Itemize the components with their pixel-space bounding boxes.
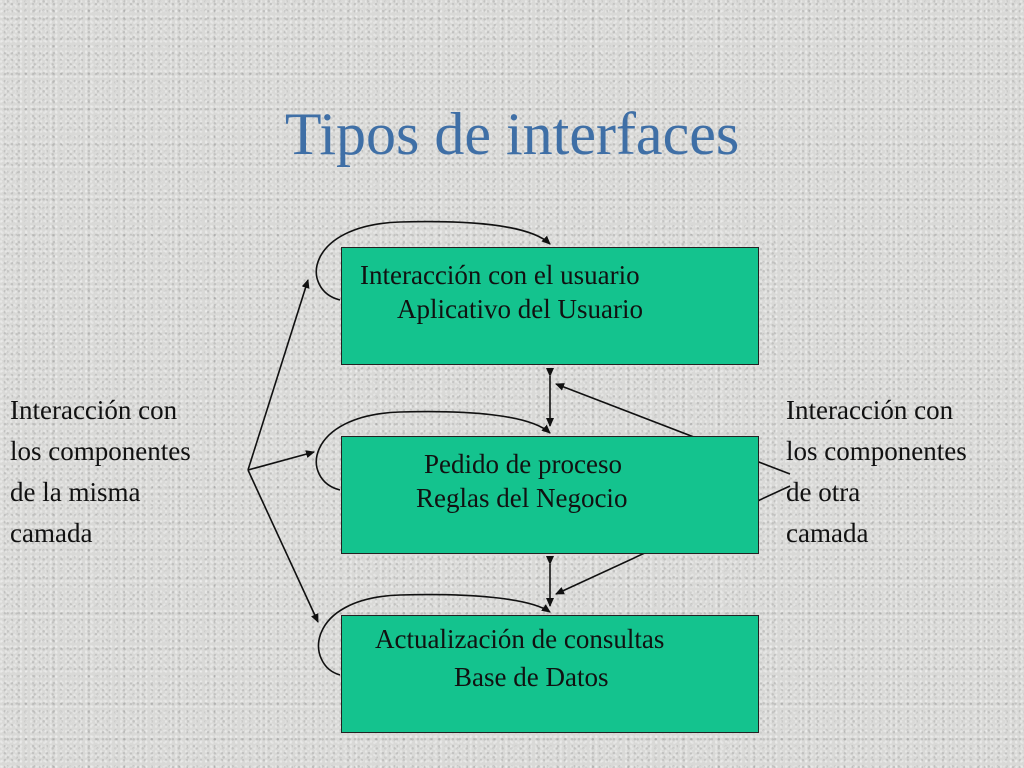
box-top-line2: Aplicativo del Usuario [397,294,643,324]
left-note-line: Interacción con [10,395,178,425]
box-middle-line2: Reglas del Negocio [416,483,628,513]
box-business-rules: Pedido de proceso Reglas del Negocio [341,436,759,554]
left-arrow-to-bottom [247,469,319,623]
slide-title: Tipos de interfaces [284,101,740,167]
box-top-line1: Interacción con el usuario [360,260,640,290]
box-bottom-line1: Actualización de consultas [375,624,665,654]
box-bottom-line2: Base de Datos [454,662,609,692]
right-note-line: Interacción con [786,395,954,425]
box-middle-line1: Pedido de proceso [424,449,622,479]
right-note: Interacción con los componentes de otra … [786,390,967,554]
right-note-line: los componentes [786,436,967,466]
left-arrow-to-middle [247,450,315,471]
left-arrow-to-top [247,279,310,471]
left-note-line: camada [10,518,93,548]
box-user-interaction: Interacción con el usuario Aplicativo de… [341,247,759,365]
box-database: Actualización de consultas Base de Datos [341,615,759,733]
right-note-line: camada [786,518,869,548]
left-note-line: los componentes [10,436,191,466]
left-note: Interacción con los componentes de la mi… [10,390,191,554]
left-note-line: de la misma [10,477,141,507]
right-note-line: de otra [786,477,861,507]
